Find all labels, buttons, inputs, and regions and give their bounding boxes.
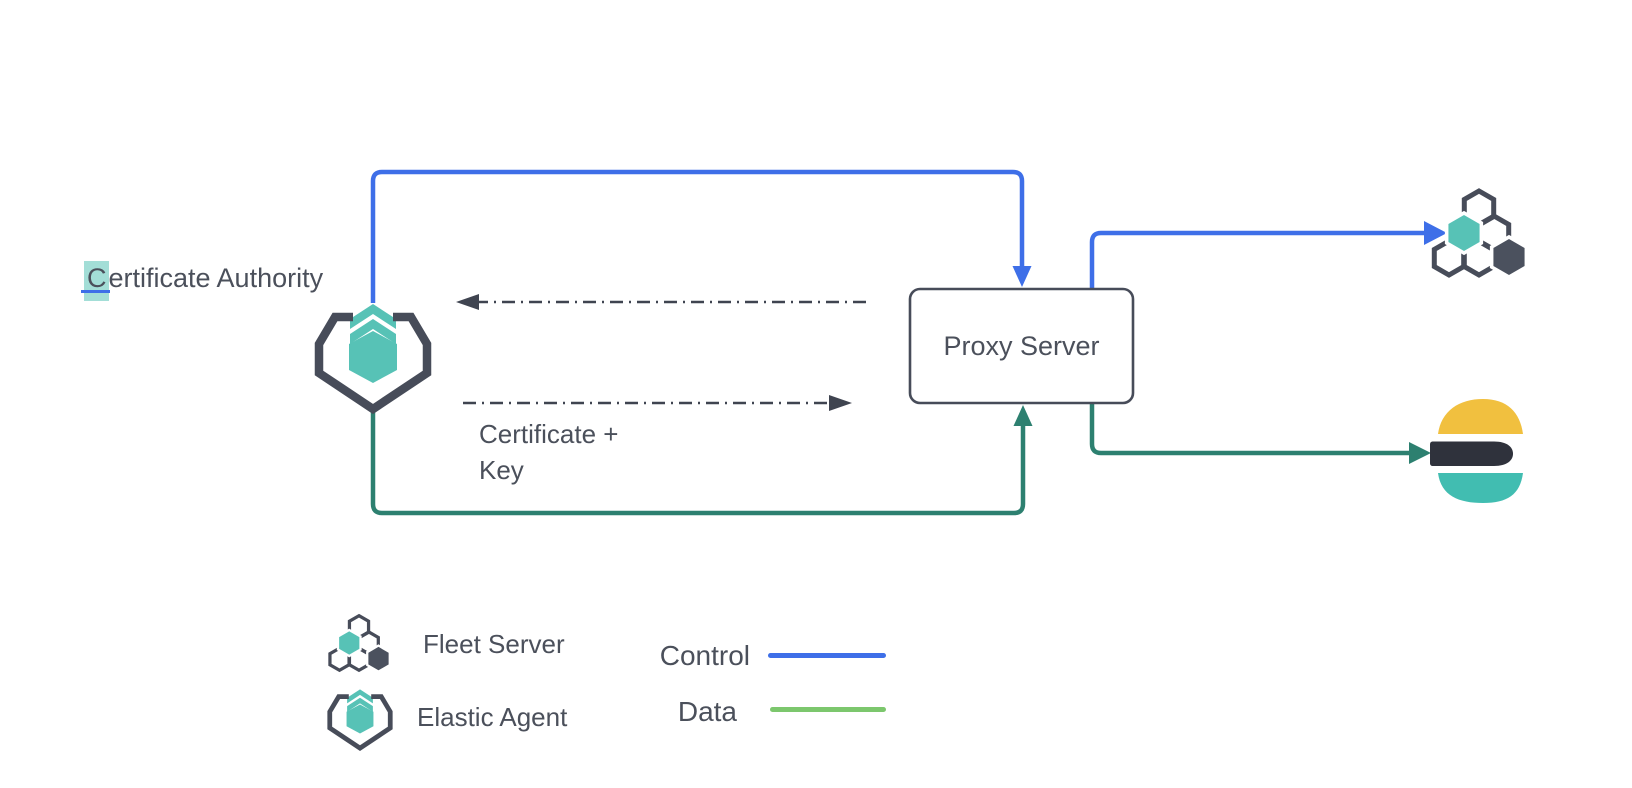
control-arrowhead-proxy-top bbox=[1012, 266, 1032, 287]
proxy-server-label: Proxy Server bbox=[943, 330, 1100, 361]
elastic-agent-icon bbox=[319, 304, 427, 409]
legend-data-line-swatch bbox=[770, 707, 886, 712]
certificate-authority-label: Certificate Authority bbox=[84, 261, 324, 301]
legend-control-line-swatch bbox=[768, 653, 886, 658]
control-arrowhead-fleet bbox=[1424, 221, 1447, 245]
control-edge-agent-to-proxy bbox=[370, 169, 1025, 303]
elasticsearch-teal-shape bbox=[1438, 473, 1523, 503]
certificate-key-line2: Key bbox=[479, 455, 524, 485]
certificate-key-annotation: Certificate + Key bbox=[479, 416, 618, 488]
certificate-authority-highlighted-letter: C bbox=[84, 261, 109, 301]
legend-fleet-server-icon bbox=[330, 616, 390, 672]
dashed-arrowhead-right bbox=[829, 395, 852, 411]
legend-control-label: Control bbox=[659, 640, 750, 671]
dashed-arrowhead-left bbox=[456, 294, 479, 310]
data-edge-proxy-to-elasticsearch bbox=[1089, 404, 1409, 456]
legend-data-label: Data bbox=[677, 696, 737, 727]
data-edge-agent-to-proxy bbox=[370, 406, 1026, 516]
certificate-key-line1: Certificate + bbox=[479, 419, 619, 449]
control-edge-proxy-to-fleet bbox=[1089, 230, 1426, 288]
elasticsearch-dark-shape bbox=[1430, 441, 1513, 466]
data-arrowhead-elasticsearch bbox=[1409, 442, 1431, 464]
legend-elastic-agent-label: Elastic Agent bbox=[417, 702, 568, 732]
certificate-authority-label-rest: ertificate Authority bbox=[108, 263, 324, 293]
proxy-server-node bbox=[908, 287, 1135, 405]
legend-elastic-agent-icon bbox=[330, 689, 390, 748]
elasticsearch-icon bbox=[1430, 399, 1523, 503]
elasticsearch-yellow-shape bbox=[1438, 399, 1523, 434]
data-arrowhead-proxy-bottom bbox=[1013, 405, 1033, 426]
fleet-server-icon bbox=[1434, 191, 1526, 277]
legend-fleet-server-label: Fleet Server bbox=[423, 629, 565, 659]
